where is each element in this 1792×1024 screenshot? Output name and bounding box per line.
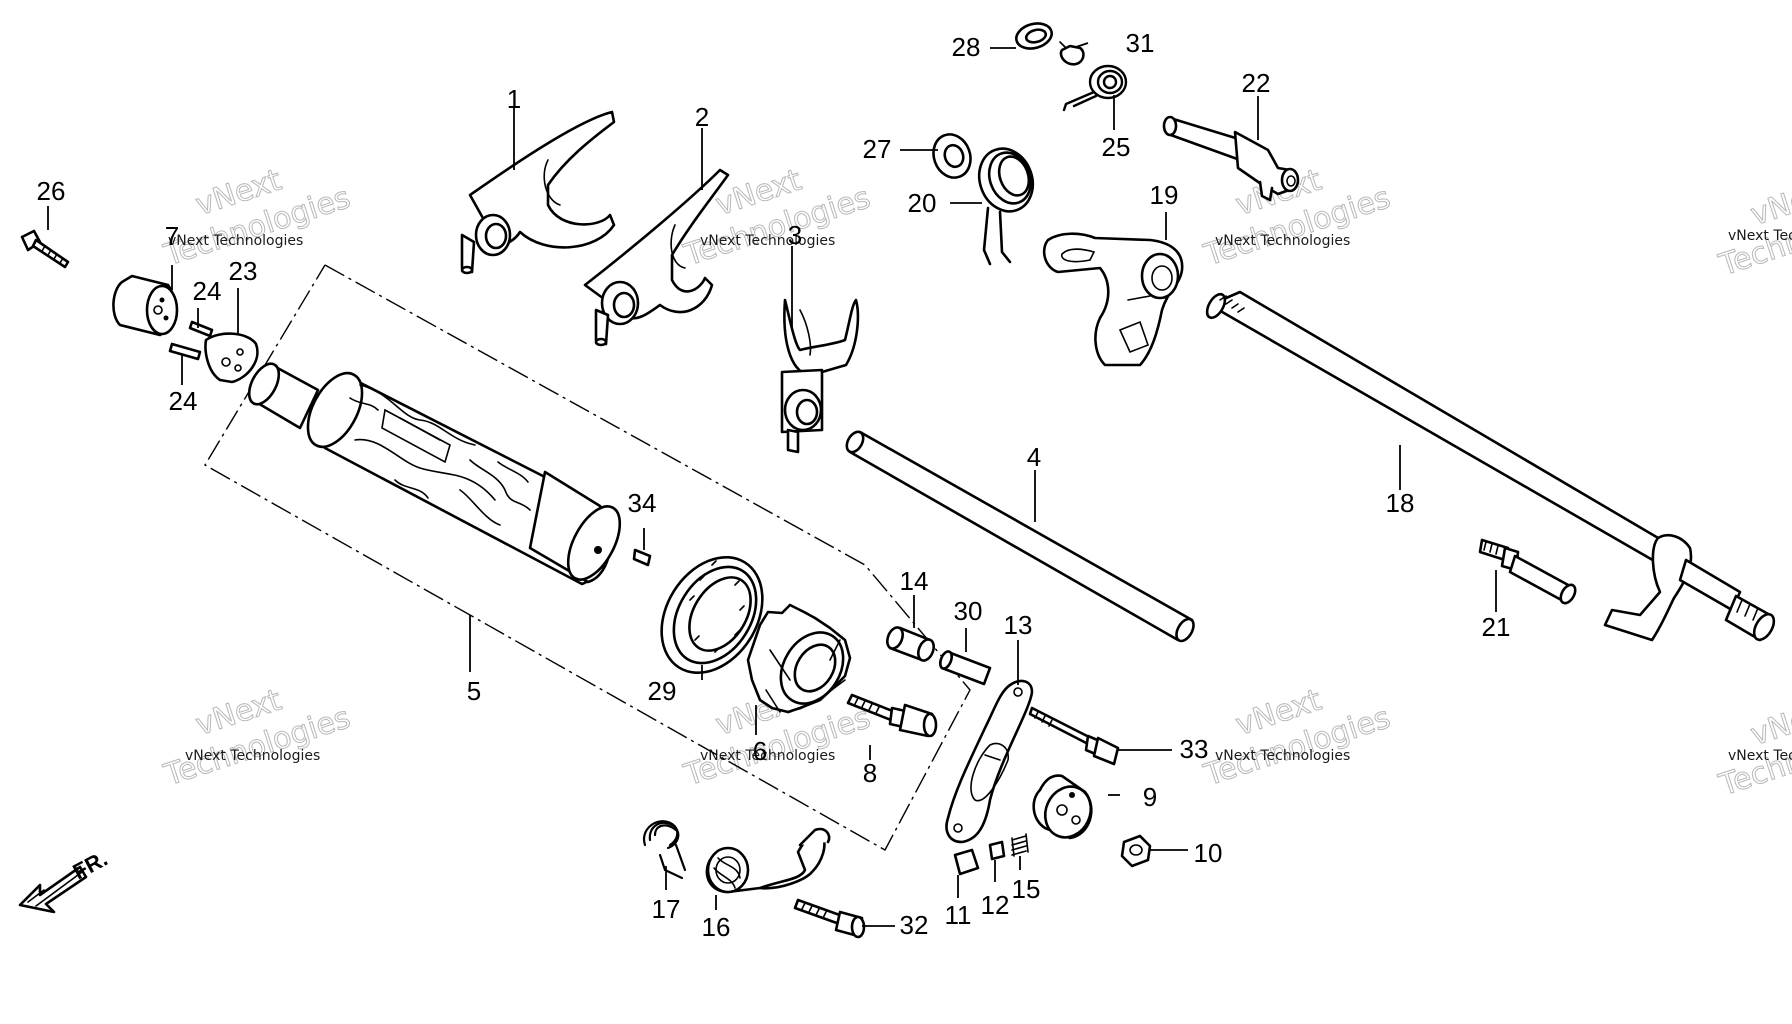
block-11-illustration	[953, 848, 980, 876]
bearing-29-illustration	[660, 555, 764, 675]
svg-text:vNext: vNext	[1746, 693, 1792, 753]
fork-shaft-4-illustration	[845, 430, 1195, 643]
callout-10: 10	[1194, 838, 1223, 868]
shift-arm-16-illustration	[705, 827, 831, 894]
spring-17-illustration	[642, 820, 687, 880]
callout-22: 22	[1242, 68, 1271, 98]
clip-31-illustration	[1059, 41, 1085, 66]
spindle-22-illustration	[1162, 115, 1300, 202]
callout-32: 32	[900, 910, 929, 940]
callout-16: 16	[702, 912, 731, 942]
watermark-7: vNext Technologies	[1714, 172, 1792, 284]
watermark-text-2: vNext Technologies	[700, 233, 835, 249]
watermark-4: vNext Technologies	[159, 682, 355, 794]
callout-11: 11	[945, 900, 972, 930]
callout-1: 1	[507, 84, 521, 114]
watermark-6: vNext Technologies	[1199, 682, 1395, 794]
watermark-3: vNext Technologies	[1199, 162, 1395, 274]
stopper-cam-9-illustration	[1032, 774, 1093, 840]
pin-plate-23-illustration	[204, 332, 259, 384]
shift-fork-3-illustration	[780, 298, 860, 454]
callout-25: 25	[1102, 132, 1131, 162]
stopper-bolt-8-illustration	[846, 693, 938, 738]
bolt-32-illustration	[793, 898, 866, 939]
callout-13-plate: 13	[1004, 610, 1033, 640]
watermark-text-4: vNext Technologies	[185, 748, 320, 764]
watermark-8: vNext Technologies	[1714, 692, 1792, 804]
svg-text:vNext: vNext	[1746, 173, 1792, 233]
watermark-text-6: vNext Technologies	[1215, 748, 1350, 764]
leader-lines	[47, 42, 1497, 927]
callout-6: 6	[753, 736, 767, 766]
callout-17: 17	[652, 894, 681, 924]
callout-8: 8	[863, 758, 877, 788]
plate-13-illustration	[945, 679, 1034, 844]
spring-15-illustration	[1011, 833, 1029, 857]
stud-21-illustration	[1478, 538, 1577, 605]
callout-13: 15	[1012, 874, 1041, 904]
shift-plate-19-illustration	[1042, 232, 1184, 367]
collar-14-illustration	[886, 626, 935, 662]
watermark-1: vNext Technologies	[159, 162, 355, 274]
callout-20: 20	[908, 188, 937, 218]
shift-shaft-18-illustration	[1205, 290, 1776, 642]
callout-12: 12	[981, 890, 1010, 920]
washer-28-illustration	[1015, 22, 1053, 50]
front-direction-arrow: FR.	[18, 846, 112, 914]
nut-10-illustration	[1120, 834, 1152, 868]
pin-24a-illustration	[188, 320, 214, 338]
callout-28: 28	[952, 32, 981, 62]
callout-27: 27	[863, 134, 892, 164]
callout-14: 14	[900, 566, 929, 596]
callout-24-upper: 24	[193, 276, 222, 306]
watermark-text-7: vNext Technologies	[1728, 228, 1792, 244]
callout-33: 33	[1180, 734, 1209, 764]
callout-21: 21	[1482, 612, 1511, 642]
return-spring-20-illustration	[977, 147, 1035, 266]
callout-18: 18	[1386, 488, 1415, 518]
spring-25-illustration	[1062, 64, 1128, 112]
dowel-30-illustration	[938, 650, 992, 686]
pin-24b-illustration	[168, 342, 202, 361]
long-bolt-33-illustration	[1028, 706, 1120, 766]
callout-4: 4	[1027, 442, 1041, 472]
watermark-text-3: vNext Technologies	[1215, 233, 1350, 249]
callout-29: 29	[648, 676, 677, 706]
callout-19: 19	[1150, 180, 1179, 210]
washer-27-illustration	[932, 133, 972, 179]
watermark-text-1: vNext Technologies	[168, 233, 303, 249]
callout-3: 3	[788, 220, 802, 250]
pin-34-illustration	[632, 548, 652, 567]
drum-center-6-illustration	[746, 603, 852, 714]
callout-34: 34	[628, 488, 657, 518]
callout-24-lower: 24	[169, 386, 198, 416]
shift-fork-1-illustration	[460, 110, 616, 275]
watermark-text-8: vNext Technologies	[1728, 748, 1792, 764]
drum-cap-7-illustration	[112, 274, 179, 337]
callout-7: 7	[165, 221, 179, 251]
cylinder-12-illustration	[988, 840, 1006, 861]
callout-31: 31	[1126, 28, 1155, 58]
callout-26: 26	[37, 176, 66, 206]
callout-9: 9	[1143, 782, 1157, 812]
callout-5: 5	[467, 676, 481, 706]
callout-30: 30	[954, 596, 983, 626]
watermark-text-5: vNext Technologies	[700, 748, 835, 764]
callout-23: 23	[229, 256, 258, 286]
shift-fork-2-illustration	[583, 168, 730, 347]
shift-drum-5-illustration	[247, 362, 622, 586]
bolt-26-illustration	[20, 229, 70, 269]
callout-2: 2	[695, 102, 709, 132]
